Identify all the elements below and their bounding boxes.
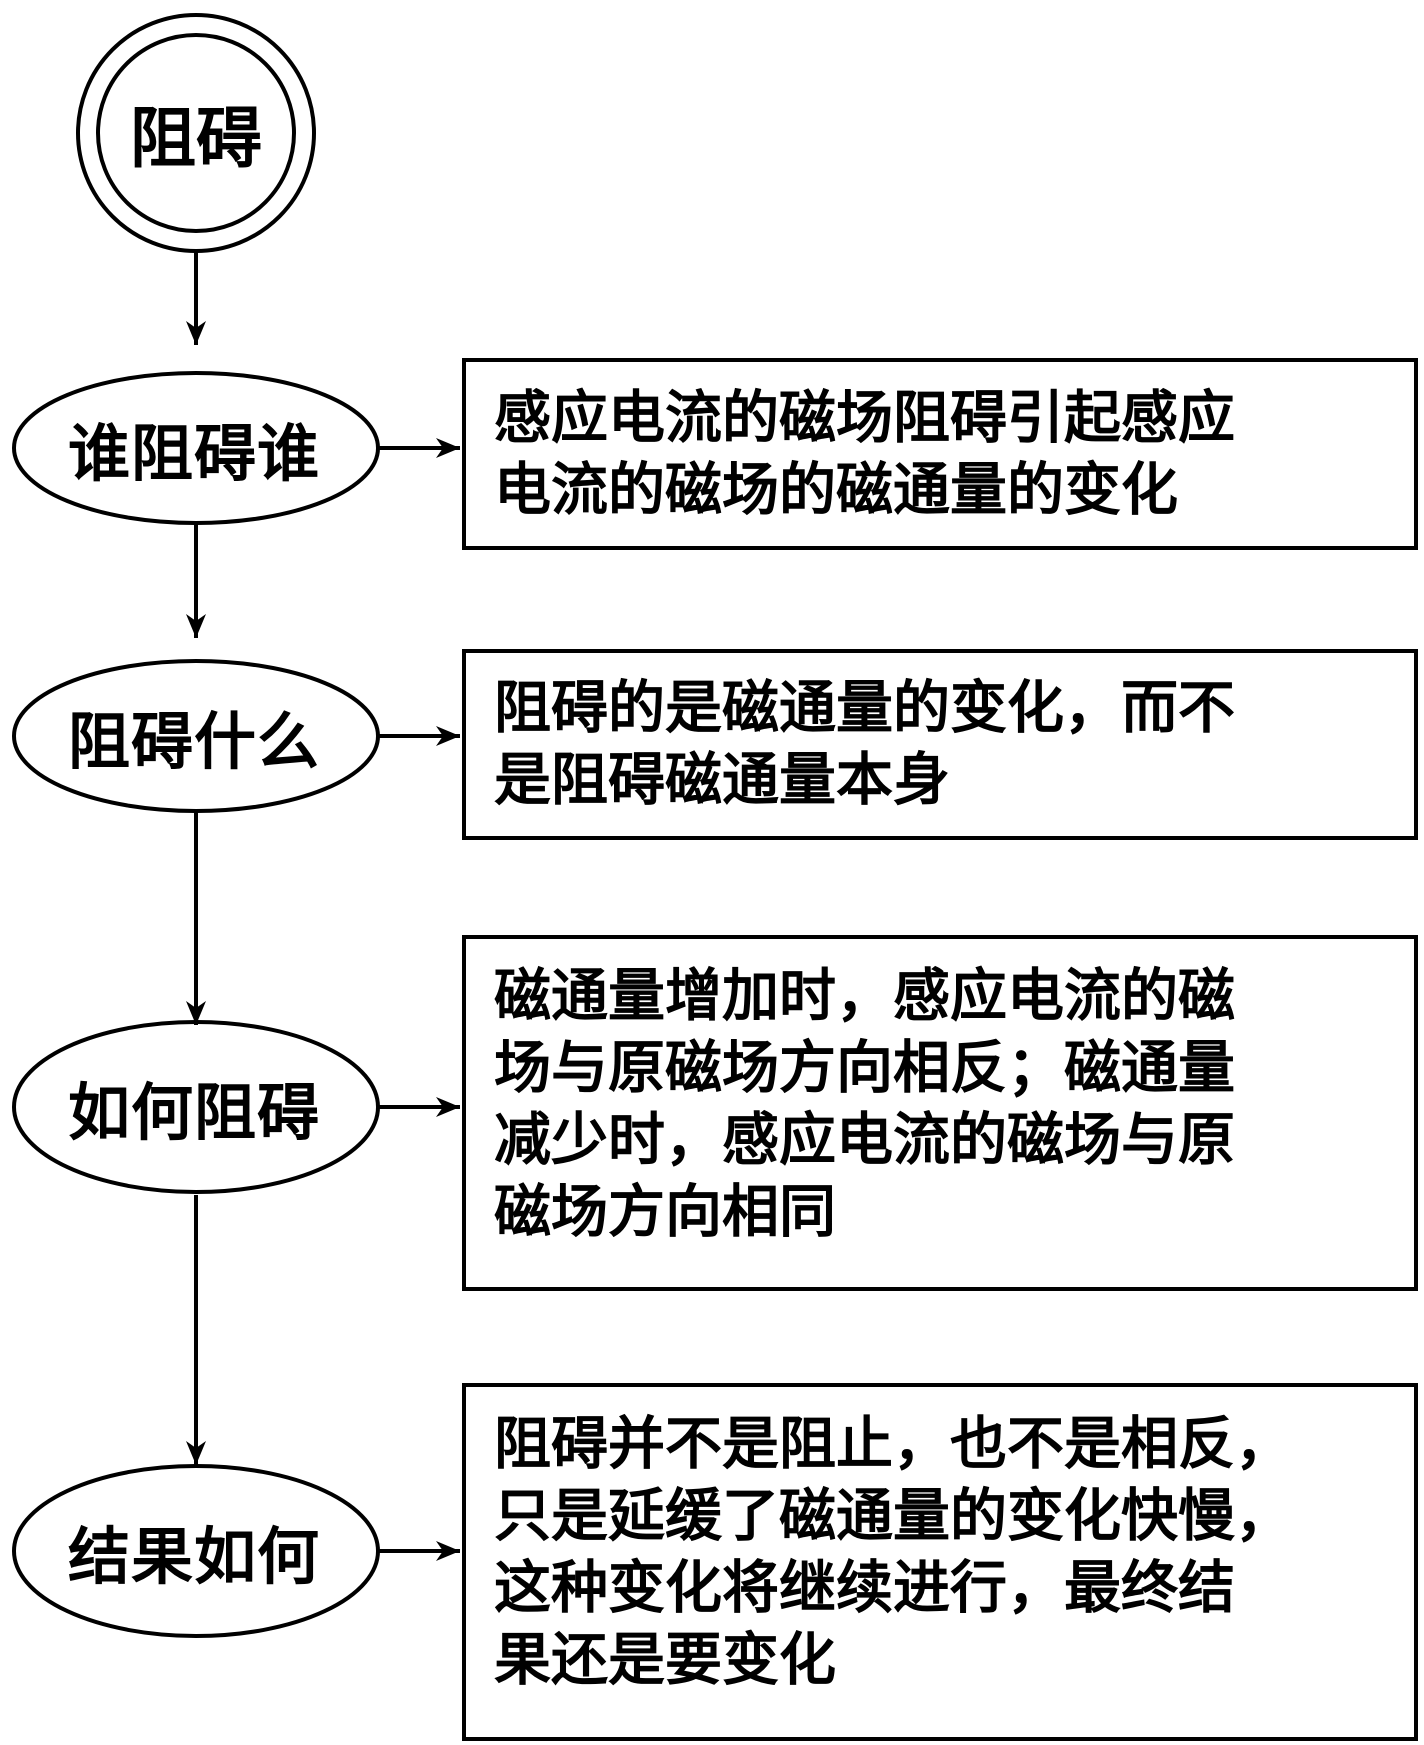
answer-1-line-1: 感应电流的磁场阻碍引起感应 [494, 385, 1235, 451]
start-node-label: 阻碍 [130, 100, 262, 177]
answer-4-line-1: 阻碍并不是阻止，也不是相反， [494, 1411, 1292, 1477]
answer-box-2 [462, 649, 1418, 840]
answer-box-1 [462, 358, 1418, 550]
answer-box-3 [462, 935, 1418, 1291]
question-label-4: 结果如何 [67, 1520, 320, 1593]
answer-2-line-2: 是阻碍磁通量本身 [494, 747, 950, 813]
answer-3-line-4: 磁场方向相同 [494, 1179, 836, 1245]
answer-text-3: 磁通量增加时，感应电流的磁 场与原磁场方向相反；磁通量 减少时，感应电流的磁场与… [494, 960, 1235, 1248]
answer-4-line-3: 这种变化将继续进行，最终结 [494, 1555, 1235, 1621]
answer-4-line-4: 果还是要变化 [494, 1627, 836, 1693]
answer-box-4 [462, 1383, 1418, 1741]
answer-2-line-1: 阻碍的是磁通量的变化，而不 [494, 675, 1235, 741]
answer-3-line-3: 减少时，感应电流的磁场与原 [494, 1107, 1235, 1173]
answer-text-4: 阻碍并不是阻止，也不是相反， 只是延缓了磁通量的变化快慢， 这种变化将继续进行，… [494, 1408, 1292, 1696]
answer-1-line-2: 电流的磁场的磁通量的变化 [494, 457, 1178, 523]
answer-3-line-1: 磁通量增加时，感应电流的磁 [494, 963, 1235, 1029]
answer-3-line-2: 场与原磁场方向相反；磁通量 [494, 1035, 1235, 1101]
question-label-3: 如何阻碍 [67, 1076, 320, 1149]
answer-text-1: 感应电流的磁场阻碍引起感应 电流的磁场的磁通量的变化 [494, 382, 1235, 526]
start-node [76, 13, 316, 253]
question-label-1: 谁阻碍谁 [67, 417, 320, 490]
answer-text-2: 阻碍的是磁通量的变化，而不 是阻碍磁通量本身 [494, 672, 1235, 816]
question-label-2: 阻碍什么 [67, 705, 320, 778]
answer-4-line-2: 只是延缓了磁通量的变化快慢， [494, 1483, 1292, 1549]
